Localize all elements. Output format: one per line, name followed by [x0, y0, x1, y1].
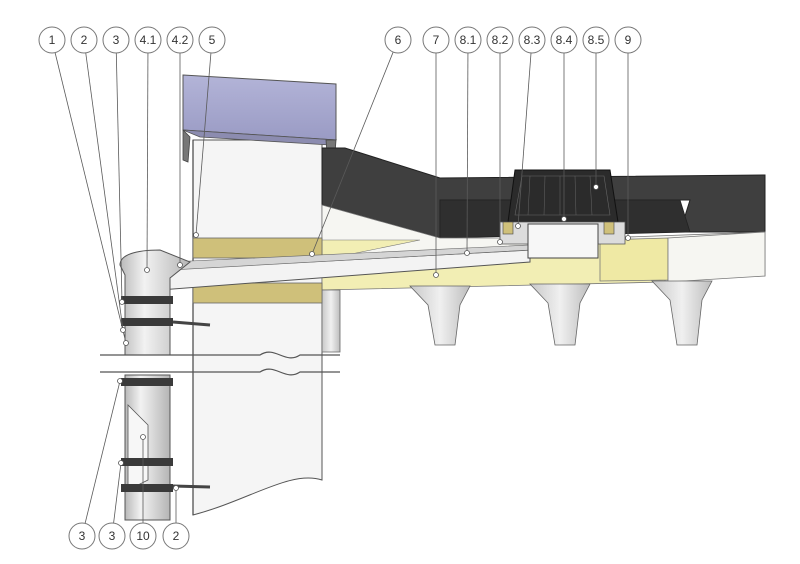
leader-line-top-5 [195, 52, 212, 236]
break-lines [100, 351, 340, 376]
downpipe-lower [121, 374, 211, 521]
leader-dot-top-5 [193, 232, 199, 238]
callout-circle-top-6 [384, 26, 412, 54]
leader-dot-top-6 [309, 251, 315, 257]
leader-dot-top-3 [144, 267, 150, 273]
parapet-cap [182, 74, 338, 169]
leader-dot-bottom-3 [173, 485, 179, 491]
callout-label-top-2: 3 [113, 33, 120, 47]
callout-label-top-11: 8.4 [556, 33, 573, 47]
leader-dot-top-11 [561, 216, 567, 222]
leader-line-top-6 [311, 51, 394, 255]
leader-dot-top-2 [119, 299, 125, 305]
callout-label-top-4: 4.2 [172, 33, 189, 47]
callout-circle-top-10 [518, 26, 546, 54]
leader-dot-bottom-1 [118, 460, 124, 466]
callout-circle-top-1 [70, 26, 98, 54]
leader-line-top-0 [54, 52, 127, 344]
callout-circle-top-0 [38, 26, 66, 54]
leader-dot-top-13 [625, 235, 631, 241]
slab-ribs [321, 280, 713, 353]
leader-dot-bottom-0 [117, 378, 123, 384]
callout-circle-bottom-0 [68, 522, 96, 550]
callout-circle-bottom-1 [98, 522, 126, 550]
leader-dot-top-4 [177, 262, 183, 268]
callout-circle-top-13 [614, 26, 642, 54]
callout-label-top-10: 8.3 [524, 33, 541, 47]
leader-dot-top-10 [515, 223, 521, 229]
callouts: 1 2 3 4.1 4.2 5 6 7 8.1 8.2 8.3 8.4 8.5 9 3 3 10 2 [38, 26, 642, 550]
callout-circle-top-2 [102, 26, 130, 54]
callout-label-top-12: 8.5 [588, 33, 605, 47]
callout-label-bottom-0: 3 [79, 529, 86, 543]
leader-dot-top-7 [433, 272, 439, 278]
callout-label-top-13: 9 [625, 33, 632, 47]
callout-circle-top-11 [550, 26, 578, 54]
callout-circle-top-8 [454, 26, 482, 54]
callout-circle-top-5 [198, 26, 226, 54]
callout-circle-top-9 [486, 26, 514, 54]
callout-circle-bottom-3 [162, 522, 190, 550]
callout-label-top-9: 8.2 [492, 33, 509, 47]
leader-dot-top-12 [593, 184, 599, 190]
leader-dot-top-0 [123, 340, 129, 346]
leader-line-top-8 [466, 52, 469, 254]
callout-circle-bottom-2 [129, 522, 157, 550]
callout-label-bottom-1: 3 [109, 529, 116, 543]
callout-label-top-8: 8.1 [460, 33, 477, 47]
leader-dot-top-9 [497, 239, 503, 245]
callout-circle-top-4 [166, 26, 194, 54]
callout-label-bottom-3: 2 [173, 529, 180, 543]
leader-line-top-10 [517, 52, 532, 227]
leader-line-top-3 [146, 52, 149, 271]
callout-label-top-5: 5 [209, 33, 216, 47]
wall [192, 139, 323, 516]
leader-dot-top-1 [120, 327, 126, 333]
roof-drain [499, 169, 626, 259]
leader-dot-bottom-2 [140, 434, 146, 440]
leader-line-bottom-1 [113, 462, 122, 524]
callout-label-top-1: 2 [81, 33, 88, 47]
callout-label-top-7: 7 [433, 33, 440, 47]
leader-line-top-1 [85, 52, 124, 331]
leader-line-bottom-0 [84, 380, 121, 524]
callout-circle-top-7 [422, 26, 450, 54]
callout-label-top-6: 6 [395, 33, 402, 47]
leader-line-top-2 [115, 52, 123, 303]
callout-circle-top-3 [134, 26, 162, 54]
callout-label-bottom-2: 10 [136, 529, 150, 543]
callout-label-top-3: 4.1 [140, 33, 157, 47]
leader-dot-top-8 [464, 250, 470, 256]
callout-circle-top-12 [582, 26, 610, 54]
callout-label-top-0: 1 [49, 33, 56, 47]
